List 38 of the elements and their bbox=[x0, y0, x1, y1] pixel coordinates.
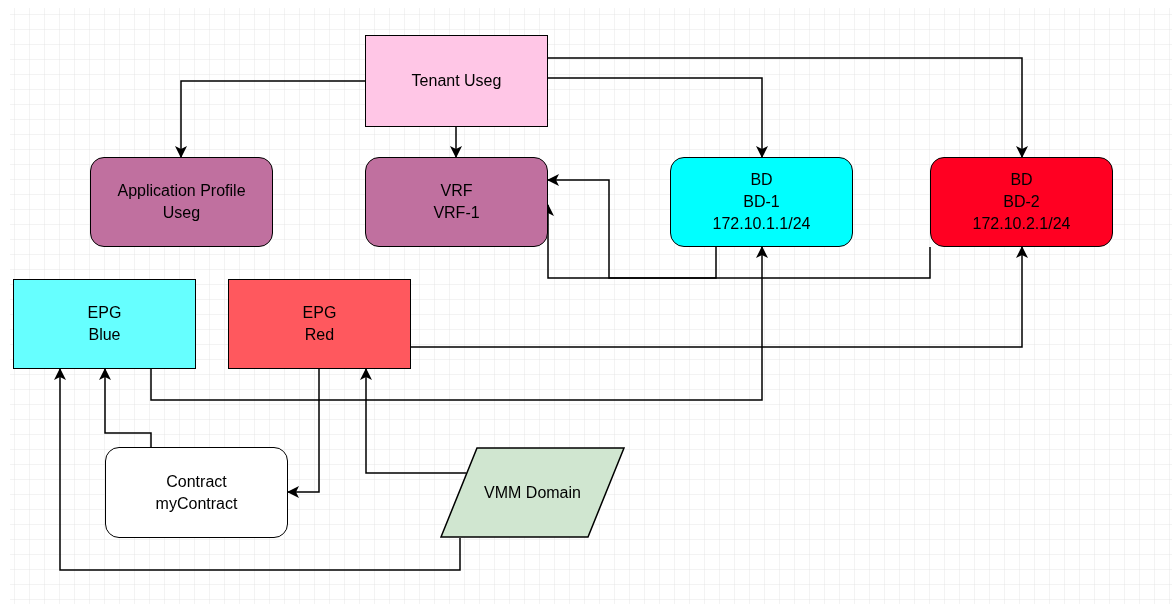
arrow bbox=[360, 368, 468, 474]
node-label: VRF bbox=[440, 181, 473, 201]
parallelogram-shape bbox=[440, 447, 625, 538]
node-label: VRF-1 bbox=[433, 203, 480, 223]
node-label: BD bbox=[750, 170, 773, 190]
arrow bbox=[150, 246, 768, 401]
node-label: Useg bbox=[162, 203, 201, 223]
arrow bbox=[99, 368, 152, 448]
arrow bbox=[175, 80, 366, 158]
arrow bbox=[410, 246, 1028, 348]
node-label: myContract bbox=[155, 493, 238, 514]
arrow bbox=[450, 126, 462, 158]
node-label: Contract bbox=[166, 471, 227, 492]
node-label: VMM Domain bbox=[484, 482, 581, 503]
rounded-box bbox=[90, 157, 273, 247]
process-box bbox=[228, 279, 411, 369]
node-label: Application Profile bbox=[117, 181, 246, 201]
arrow bbox=[547, 57, 1028, 158]
node-label: BD bbox=[1010, 170, 1033, 190]
rounded-box bbox=[365, 157, 548, 247]
node-label: EPG bbox=[302, 303, 337, 323]
node-label: BD-2 bbox=[1003, 192, 1040, 212]
process-box bbox=[13, 279, 196, 369]
rounded-box bbox=[105, 447, 288, 538]
node-label: 172.10.2.1/24 bbox=[972, 214, 1071, 234]
node-label: EPG bbox=[87, 303, 122, 323]
process-box bbox=[365, 35, 548, 127]
node-label: Blue bbox=[88, 325, 121, 345]
arrow bbox=[547, 174, 717, 279]
arrow bbox=[54, 368, 461, 571]
node-label: Red bbox=[304, 325, 335, 345]
rounded-box bbox=[930, 157, 1113, 247]
rounded-box bbox=[670, 157, 853, 247]
node-label: Tenant Useg bbox=[411, 71, 502, 91]
arrow bbox=[547, 77, 768, 158]
node-label: 172.10.1.1/24 bbox=[712, 214, 811, 234]
node-label: BD-1 bbox=[743, 192, 780, 212]
arrow bbox=[287, 368, 320, 498]
